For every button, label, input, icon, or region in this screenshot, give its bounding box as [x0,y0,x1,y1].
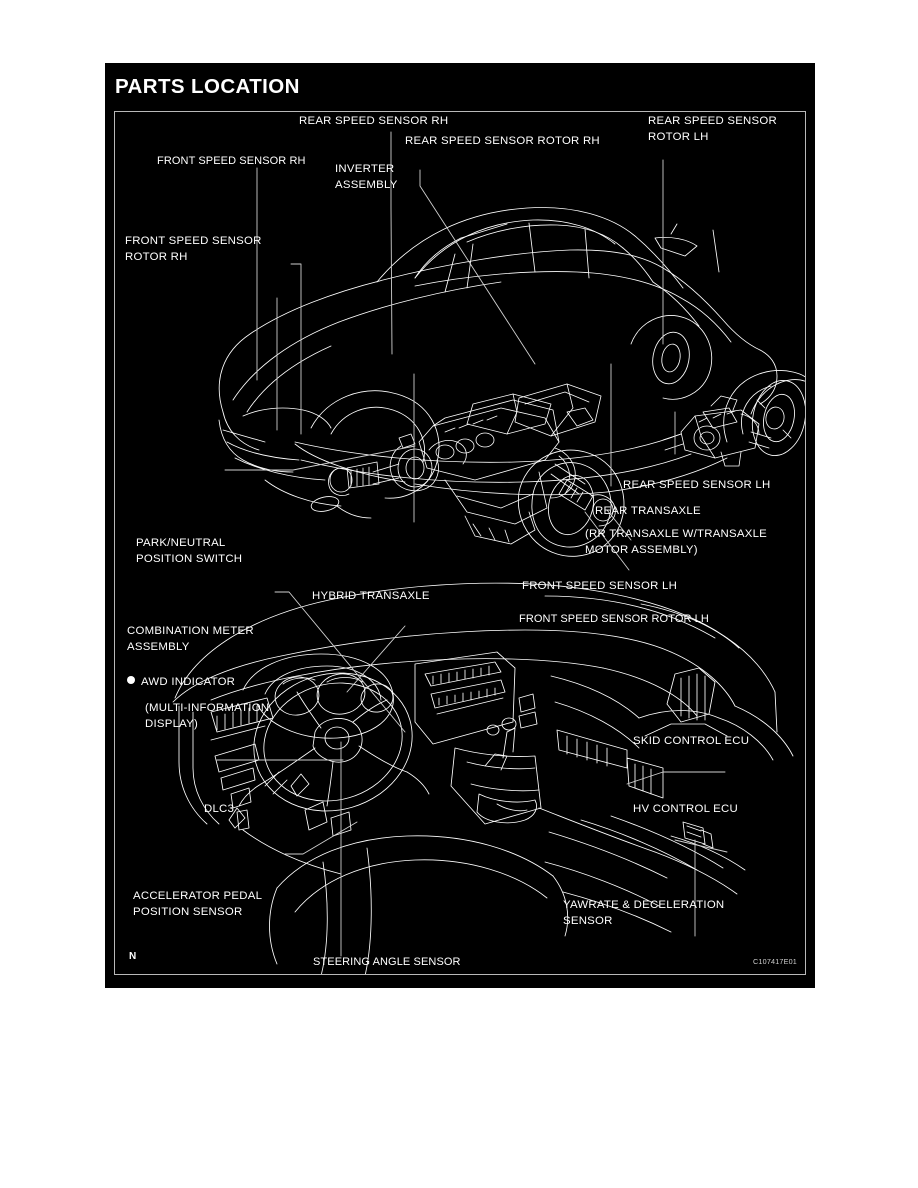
bullet-dot-icon [127,676,135,684]
label-front-speed-sensor-rotor-rh: FRONT SPEED SENSOR ROTOR RH [125,235,262,263]
interior-illustration [172,582,794,974]
vehicle-cutaway-illustration [218,131,805,571]
figure-id: C107417E01 [753,957,797,966]
corner-mark-n: N [129,951,137,962]
label-park-neutral-position-switch: PARK/NEUTRAL POSITION SWITCH [136,537,243,565]
label-front-speed-sensor-rotor-lh: FRONT SPEED SENSOR ROTOR LH [519,613,709,625]
label-awd-indicator-text: AWD INDICATOR [141,676,236,688]
figure-frame: REAR SPEED SENSOR RH FRONT SPEED SENSOR … [114,111,806,975]
label-skid-control-ecu: SKID CONTROL ECU [633,735,750,747]
label-accelerator-pedal-position-sensor: ACCELERATOR PEDAL POSITION SENSOR [133,890,263,918]
label-awd-indicator: AWD INDICATOR [127,675,235,691]
label-yawrate-deceleration-sensor: YAWRATE & DECELERATION SENSOR [563,899,725,927]
label-hybrid-transaxle: HYBRID TRANSAXLE [312,590,430,602]
label-combination-meter-assembly: COMBINATION METER ASSEMBLY [127,625,254,653]
label-rear-speed-sensor-rh: REAR SPEED SENSOR RH [299,115,449,127]
label-hv-control-ecu: HV CONTROL ECU [633,803,738,815]
label-rear-speed-sensor-lh: REAR SPEED SENSOR LH [623,479,771,491]
label-front-speed-sensor-rh: FRONT SPEED SENSOR RH [157,155,306,167]
label-multi-information-display: (MULTI-INFORMATION DISPLAY) [145,702,270,730]
label-rear-transaxle-note: (RR TRANSAXLE W/TRANSAXLE MOTOR ASSEMBLY… [585,528,767,556]
parts-location-panel: PARTS LOCATION [105,63,815,988]
label-rear-speed-sensor-rotor-lh: REAR SPEED SENSOR ROTOR LH [648,115,777,143]
label-front-speed-sensor-lh: FRONT SPEED SENSOR LH [522,580,678,592]
label-steering-angle-sensor: STEERING ANGLE SENSOR [313,956,461,968]
page-title: PARTS LOCATION [115,75,300,98]
label-dlc3: DLC3 [204,803,235,815]
label-rear-transaxle: REAR TRANSAXLE [595,505,701,517]
label-inverter-assembly: INVERTER ASSEMBLY [335,163,398,191]
label-rear-speed-sensor-rotor-rh: REAR SPEED SENSOR ROTOR RH [405,135,600,147]
